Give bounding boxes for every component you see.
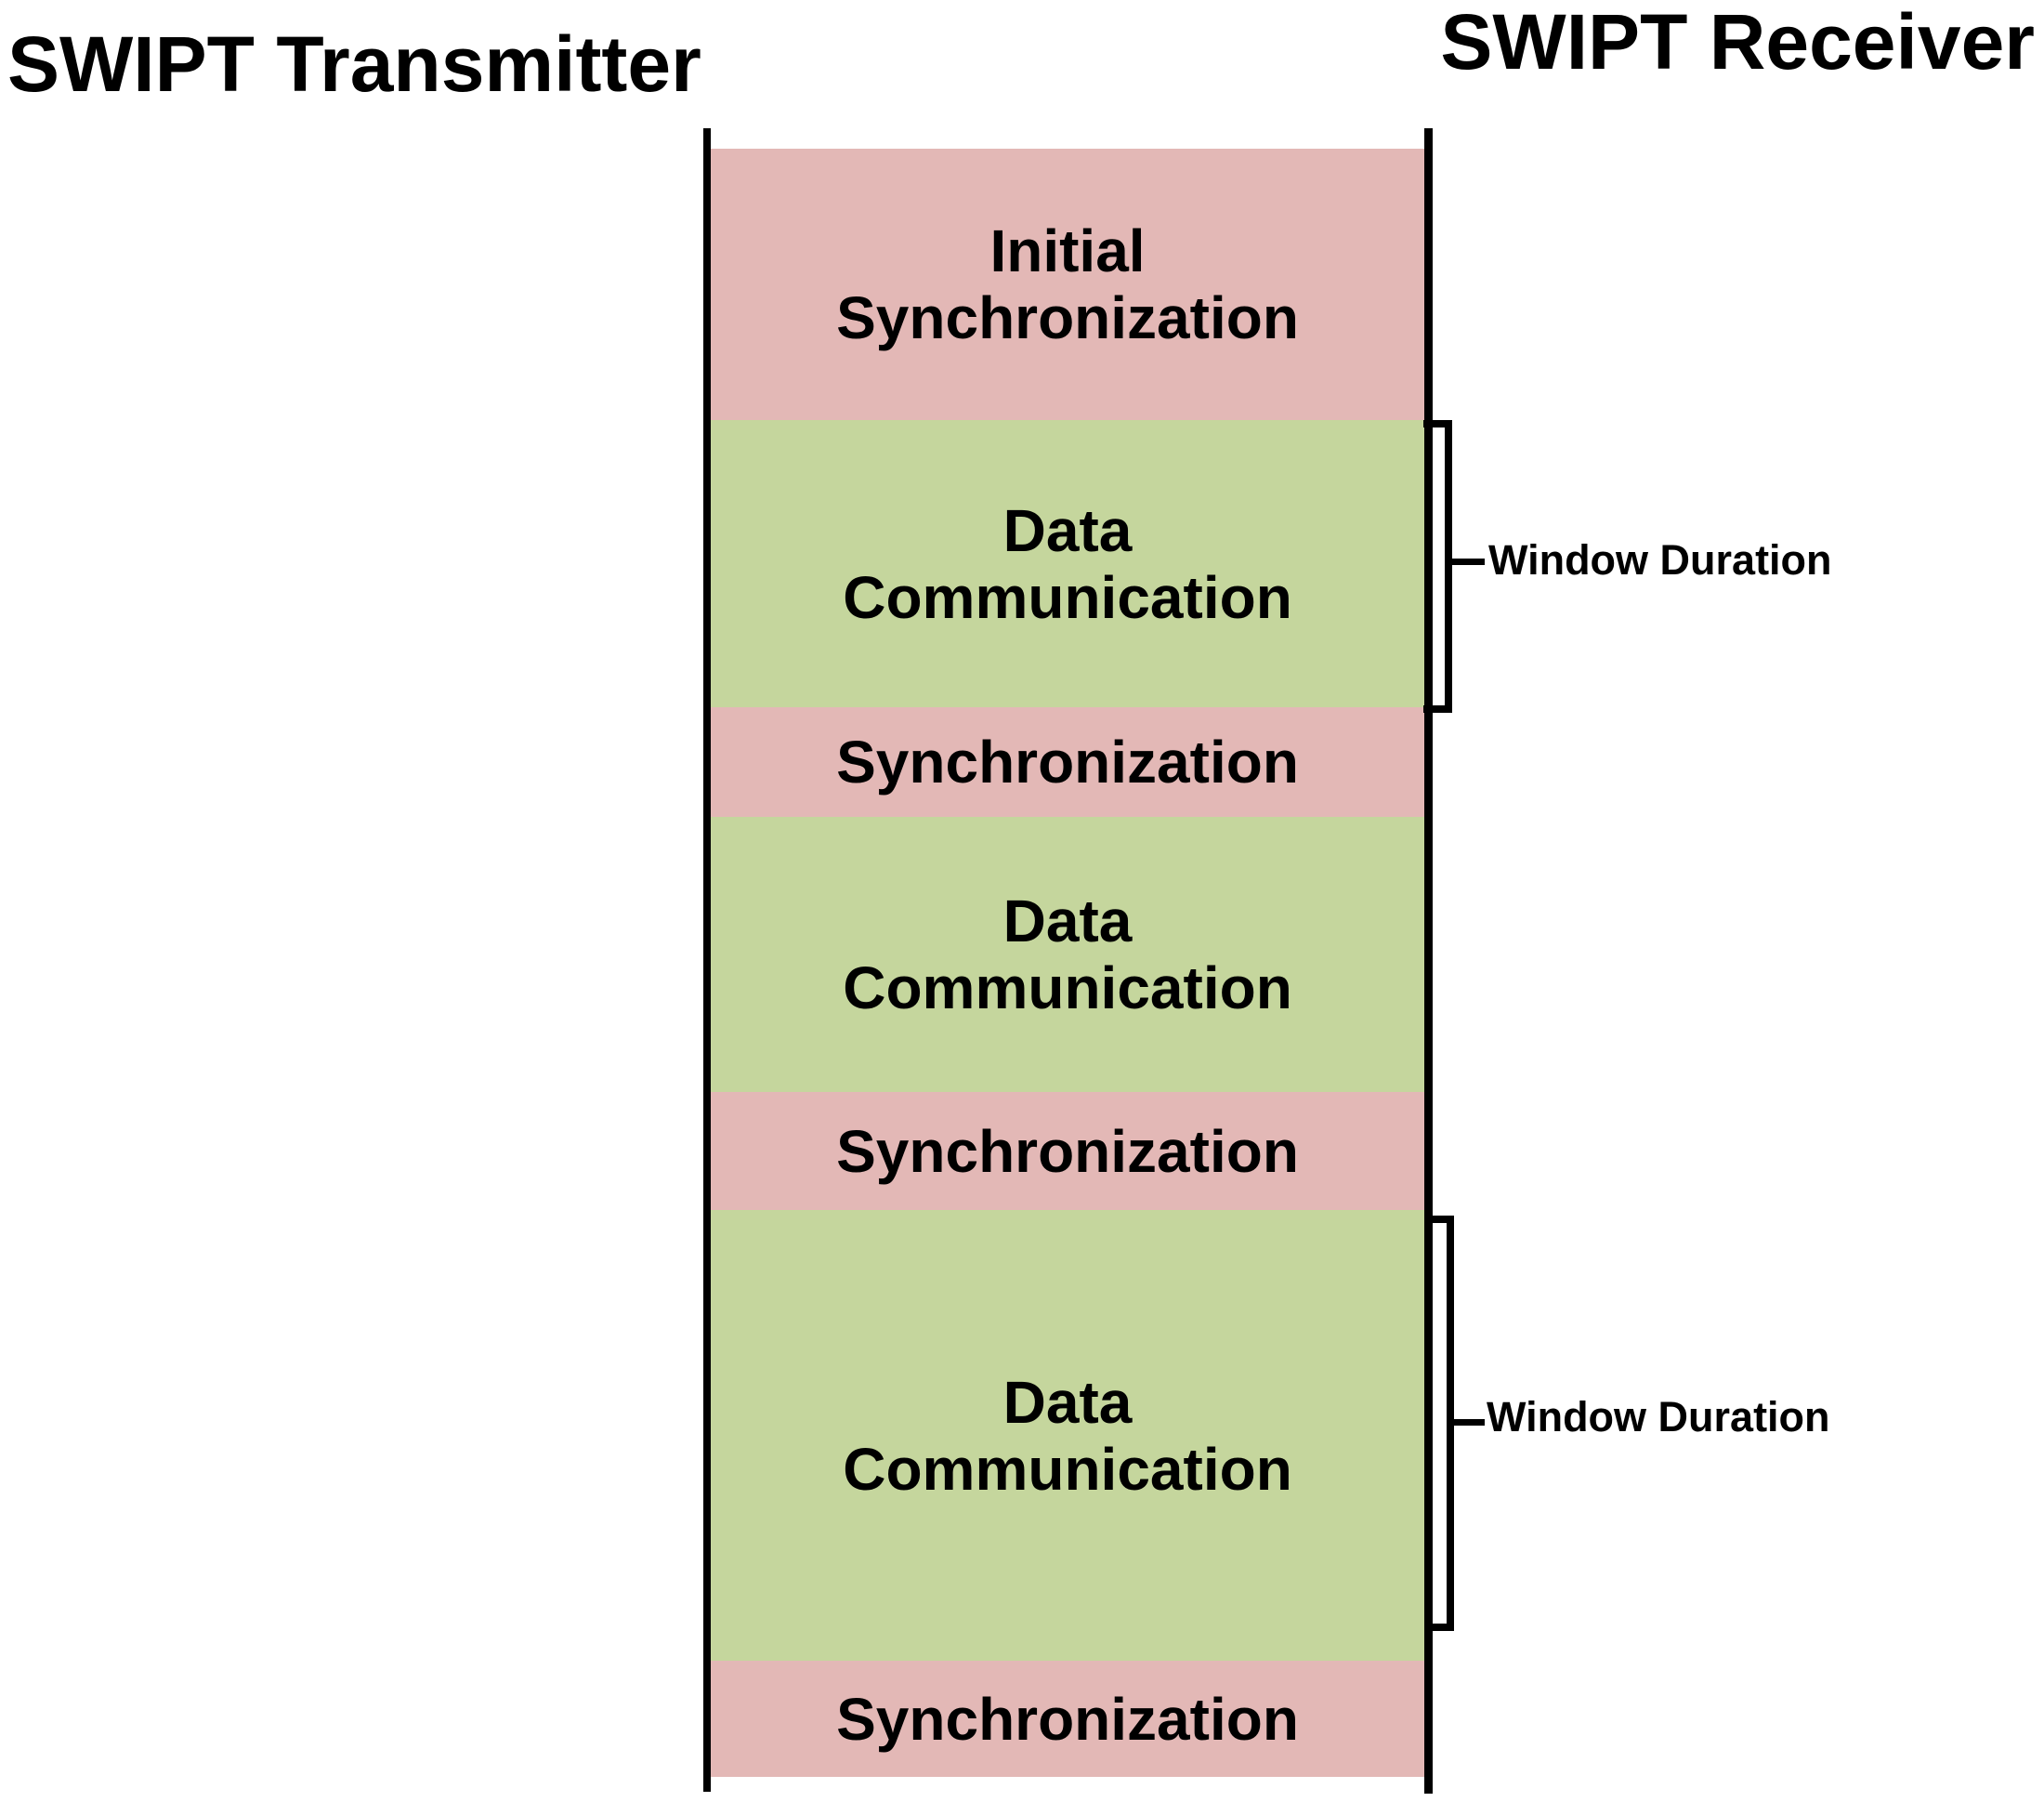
band-label-line: Data xyxy=(1002,496,1133,564)
band-label-line: Communication xyxy=(843,563,1292,631)
synchronization-band: Synchronization xyxy=(711,1661,1424,1777)
synchronization-band: Synchronization xyxy=(711,707,1424,817)
window-duration-label-1: Window Duration xyxy=(1488,536,1832,584)
band-label-line: Synchronization xyxy=(836,284,1299,351)
window-duration-bracket-2-tick xyxy=(1454,1419,1485,1426)
window-duration-bracket-2 xyxy=(1429,1216,1454,1631)
band-label-line: Synchronization xyxy=(836,1117,1299,1185)
band-label-line: Data xyxy=(1002,888,1133,954)
transmitter-timeline-rail xyxy=(703,128,711,1792)
band-label-line: Synchronization xyxy=(836,729,1299,796)
window-duration-bracket-1-tick xyxy=(1452,559,1485,565)
band-label-line: Communication xyxy=(843,954,1292,1021)
band-label-line: Synchronization xyxy=(836,1685,1299,1753)
window-duration-label-2: Window Duration xyxy=(1487,1393,1830,1440)
transmitter-heading: SWIPT Transmitter xyxy=(7,20,701,108)
synchronization-band: Synchronization xyxy=(711,1092,1424,1210)
band-label-line: Data xyxy=(1002,1368,1133,1436)
window-duration-bracket-1 xyxy=(1423,420,1452,713)
receiver-timeline-rail xyxy=(1424,128,1433,1794)
band-label-line: Communication xyxy=(843,1435,1292,1503)
band-label-line: Initial xyxy=(989,217,1146,284)
receiver-heading: SWIPT Receiver xyxy=(1440,0,2035,85)
